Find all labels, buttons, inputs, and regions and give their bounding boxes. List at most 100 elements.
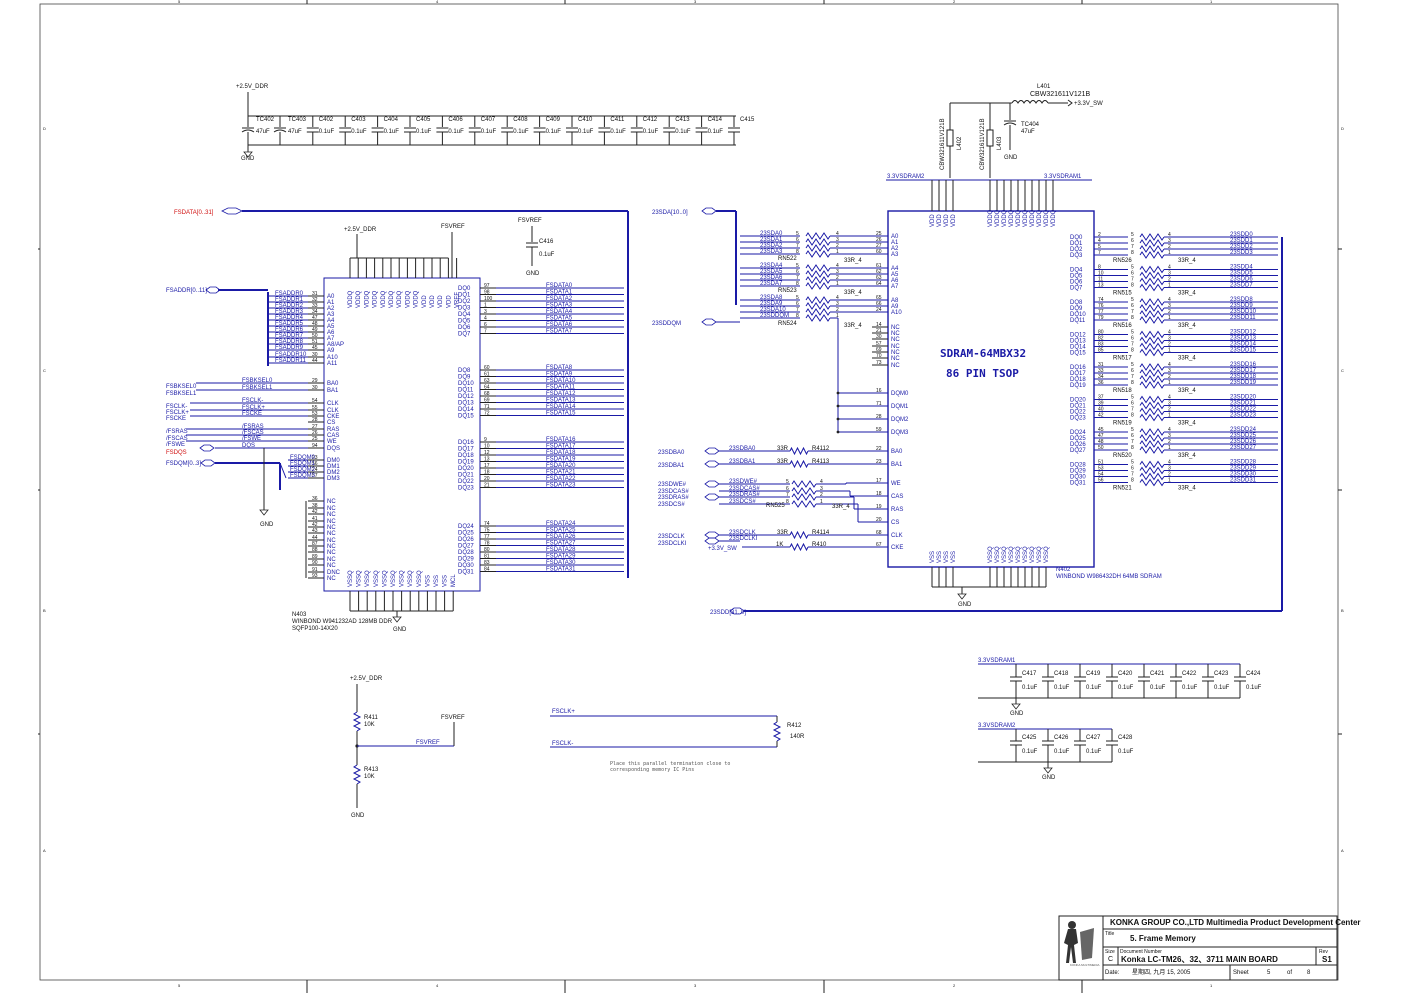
pin-number: 9: [484, 437, 487, 443]
rn-ref: RN518: [1113, 388, 1132, 394]
ground-icon: [1043, 767, 1053, 774]
pin-number: 75: [484, 528, 490, 534]
pin-label: DQ8: [1070, 300, 1083, 306]
pin-label: DQ22: [458, 479, 474, 485]
net-label: FSDQM0: [290, 455, 316, 461]
rn-pin-number: 5: [1131, 265, 1134, 271]
pin-number: 36: [1098, 380, 1104, 386]
pin-number: 80: [484, 547, 490, 553]
rn-resistor-symbol: [1139, 342, 1165, 351]
pin-label: VSSQ: [391, 570, 397, 587]
pin-number: 30: [312, 352, 318, 358]
cap-value: 0.1uF: [481, 129, 497, 135]
pin-number: 42: [312, 522, 318, 528]
net-label: 23SDA0: [760, 231, 783, 237]
pin-label: DQ19: [1070, 383, 1086, 389]
pin-number: 68: [484, 391, 490, 397]
vref-cap-block: FSVREF C416 0.1uF GND: [518, 218, 555, 277]
pin-number: 18: [484, 470, 490, 476]
sdram-title-1: SDRAM-64MBX32: [940, 347, 1026, 360]
pin-label: DQM0: [891, 391, 909, 397]
net-label: FSADDR7: [275, 333, 304, 339]
pin-label: NC: [327, 557, 336, 563]
fsras-left: /FSRAS: [166, 429, 188, 435]
net-label: FSADDR11: [275, 358, 307, 364]
rn-pin-number: 1: [1168, 250, 1171, 256]
pin-number: 31: [1098, 362, 1104, 368]
rn-pin-number: 5: [786, 479, 789, 485]
termination-note-1: Place this parallel termination close to: [610, 761, 730, 767]
cap-value: 0.1uF: [351, 129, 367, 135]
pin-number: 1: [484, 303, 487, 309]
vref-divider: +2.5V_DDR R411 10K FSVREF FSVREF R413 10…: [350, 676, 465, 819]
net-label: 23SDD9: [1230, 303, 1253, 309]
net-label: FSDATA2: [546, 296, 573, 302]
cap-ref: C411: [610, 117, 625, 123]
net-label: 23SDA5: [760, 269, 783, 275]
rn-pin-number: 4: [836, 231, 839, 237]
pin-number: 33: [312, 303, 318, 309]
cap-ref: C413: [675, 117, 690, 123]
rn-pin-number: 1: [820, 499, 823, 505]
pin-label: VDDQ: [995, 209, 1001, 227]
rn-pin-number: 4: [1168, 330, 1171, 336]
pin-label: DQ12: [458, 394, 474, 400]
pin-label: DQM1: [891, 404, 909, 410]
rn-pin-number: 3: [1168, 238, 1171, 244]
pin-label: A11: [327, 361, 338, 367]
pin-label: VSSQ: [1037, 546, 1043, 563]
pin-number: 40: [1098, 407, 1104, 413]
rn-resistor-symbol: [1139, 348, 1165, 357]
cap-ref: C409: [546, 117, 561, 123]
fsvref-label-cap: FSVREF: [518, 218, 542, 224]
sheet-number: 5: [1267, 970, 1271, 976]
frame-row-mark: C: [1341, 368, 1344, 373]
rn-resistor-symbol: [1139, 478, 1165, 487]
pin-label: VDDQ: [1009, 209, 1015, 227]
pin-label: VSSQ: [374, 570, 380, 587]
rn-pin-number: 3: [1168, 368, 1171, 374]
pin-label: DQ19: [458, 460, 474, 466]
pin-label: DQ20: [458, 466, 474, 472]
net-label: FSDATA9: [546, 372, 573, 378]
frame-col-mark: 1: [1210, 0, 1213, 4]
cap-ref: C402: [319, 117, 334, 123]
resistor-symbol: [789, 530, 809, 540]
pin-number: 98: [484, 290, 490, 296]
pin-number: 27: [876, 243, 882, 249]
cap-ref: C420: [1118, 671, 1133, 677]
pin-number: 42: [1098, 413, 1104, 419]
pin-number: 6: [484, 322, 487, 328]
pin-label: DQ16: [458, 440, 474, 446]
net-label: 23SDD4: [1230, 265, 1253, 271]
rev-value: S1: [1322, 955, 1332, 964]
pin-number: 21: [876, 328, 882, 334]
cap-value: 0.1uF: [1246, 685, 1262, 691]
net-label: FSDATA18: [546, 450, 576, 456]
date-value: 星期四, 九月 15, 2005: [1132, 968, 1191, 976]
pin-label: DQ3: [458, 306, 471, 312]
rn-resistor-symbol: [1139, 472, 1165, 481]
rn-value: 33R_4: [1178, 421, 1196, 427]
net-label: FSDATA20: [546, 463, 576, 469]
pin-number: 24: [312, 467, 318, 473]
cap-ref: C424: [1246, 671, 1261, 677]
c416-ref: C416: [539, 239, 554, 245]
pin-label: DQ2: [458, 299, 471, 305]
net-label: 23SDA1: [760, 237, 783, 243]
frame-col-mark: 3: [694, 983, 697, 988]
offpage-connector-icon: [704, 460, 720, 468]
rn-value: 33R_4: [1178, 356, 1196, 362]
rn-pin-number: 7: [1131, 309, 1134, 315]
pin-number: 34: [1098, 374, 1104, 380]
pin-label: VDD: [944, 214, 950, 227]
net-label: 23SDD26: [1230, 439, 1257, 445]
pin-label: VDDQ: [1051, 209, 1057, 227]
pin-label: NC: [327, 576, 336, 582]
net-label: FSDATA5: [546, 316, 573, 322]
pin-label: VSSQ: [1002, 546, 1008, 563]
pin-label: DQS: [327, 446, 340, 452]
rn-resistor-symbol: [1139, 440, 1165, 448]
rn-pin-number: 8: [796, 313, 799, 319]
